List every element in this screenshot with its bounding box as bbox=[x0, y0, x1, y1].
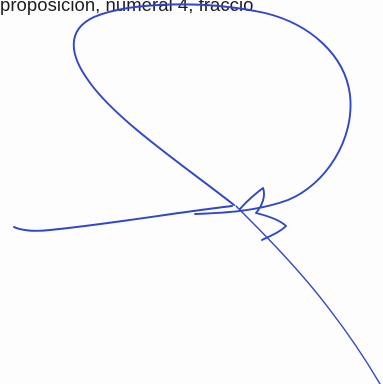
signature-diagonal-stroke bbox=[235, 205, 381, 384]
signature-loop-stroke bbox=[72, 3, 352, 215]
signature-tail-stroke bbox=[13, 205, 233, 232]
signature-flourish-stroke bbox=[239, 187, 287, 241]
signature-ink bbox=[13, 3, 381, 384]
